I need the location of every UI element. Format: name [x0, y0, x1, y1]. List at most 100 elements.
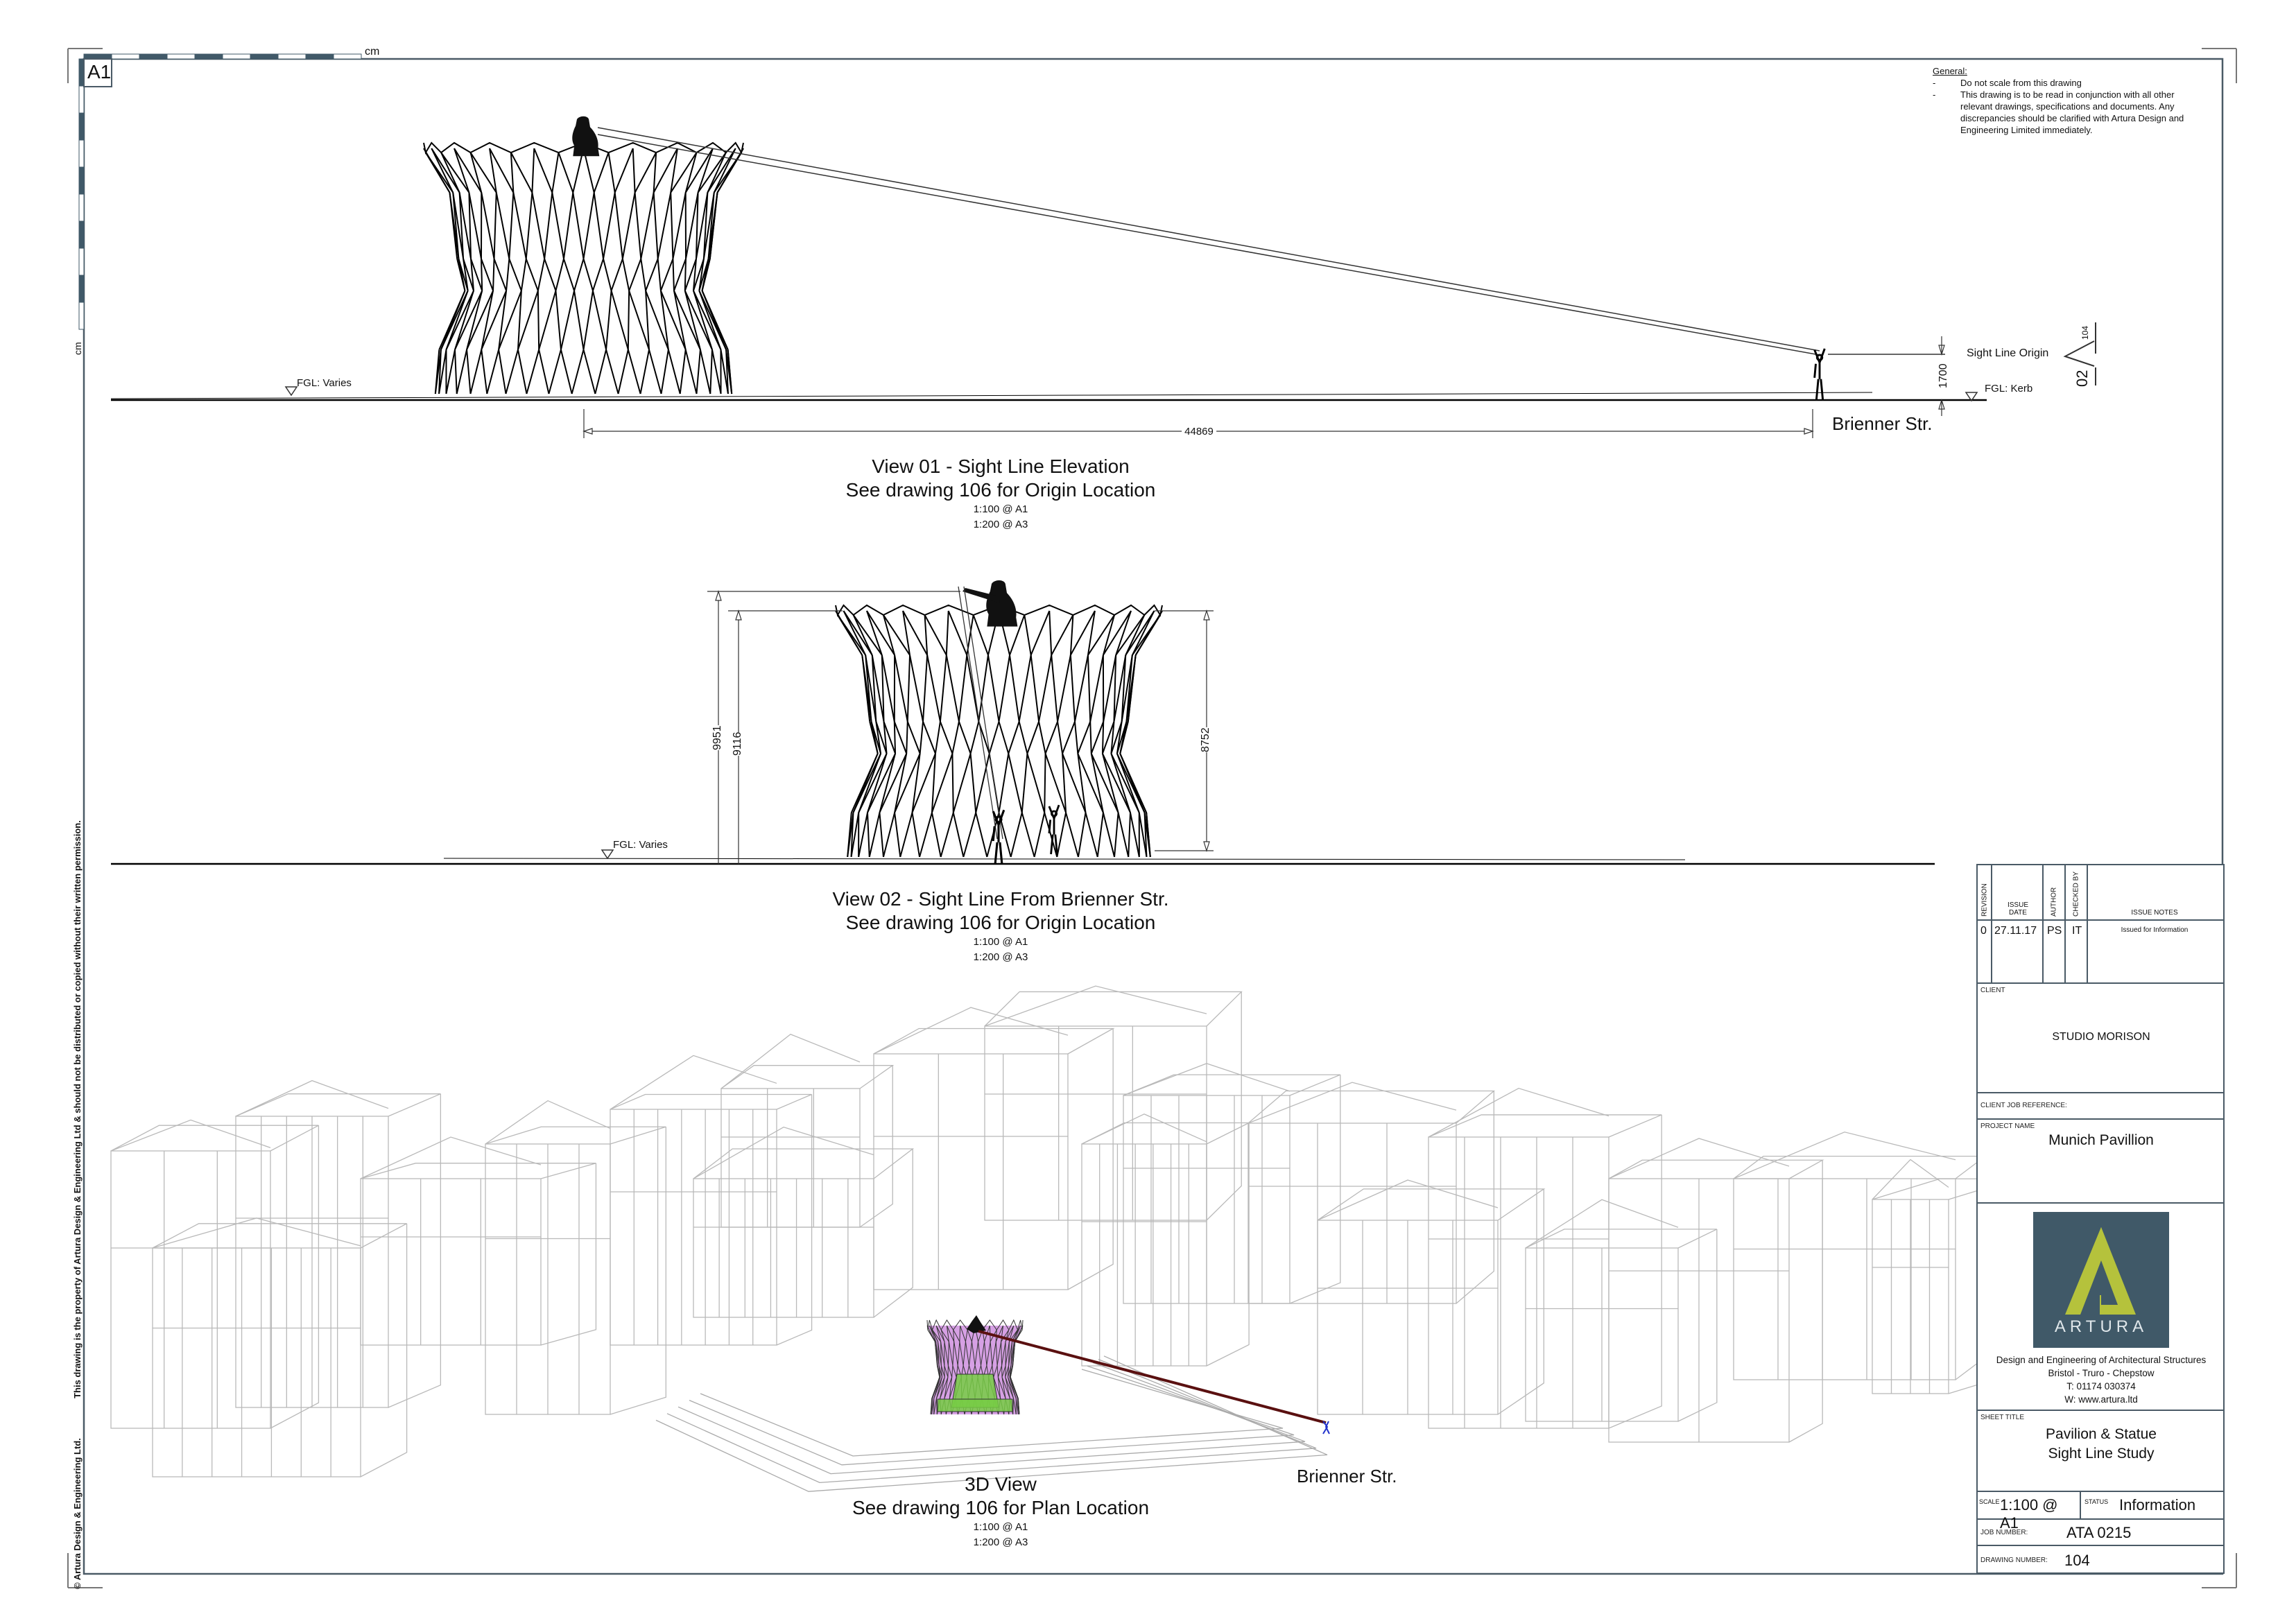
pavilion-fold [1057, 721, 1064, 754]
pavilion-fold [672, 259, 675, 291]
pavilion-fold [639, 349, 650, 395]
plaza-step [689, 1365, 1295, 1466]
pavilion-fold [1015, 1325, 1024, 1342]
pavilion-fold [1048, 610, 1053, 655]
scale-bar [78, 53, 362, 330]
pavilion-fold [1117, 812, 1130, 858]
pavilion-fold [670, 192, 674, 259]
pavilion-fold [1005, 1365, 1010, 1378]
building-wireframe [1428, 1087, 1662, 1429]
pavilion-fold [883, 614, 910, 656]
pavilion-fold [431, 148, 460, 193]
pavilion-fold [940, 1329, 945, 1342]
pavilion-fold [492, 259, 495, 291]
pavilion-fold [911, 753, 936, 813]
pavilion-fold [1009, 1365, 1013, 1378]
note-item: Do not scale from this drawing [1960, 78, 2082, 88]
project-name-label: PROJECT NAME [1980, 1122, 2035, 1130]
dimension-9116: 9116 [732, 731, 744, 756]
pavilion-fold [594, 349, 607, 395]
pavilion-fold [978, 721, 990, 754]
person [992, 809, 1005, 865]
sheet-size-label: A1 [87, 61, 112, 83]
view01-title: View 01 - Sight Line Elevation [872, 456, 1130, 477]
pavilion-fold [684, 148, 714, 193]
ground-line-varies [443, 858, 1686, 860]
pavilion-fold [593, 192, 605, 259]
project-name: Munich Pavillion [2048, 1132, 2154, 1148]
pavilion-fold [709, 192, 718, 259]
pavilion-fold [1102, 812, 1116, 858]
pavilion-fold [847, 812, 854, 858]
pavilion-fold [940, 812, 954, 858]
pavilion-fold [605, 291, 612, 350]
building-wireframe [1081, 1113, 1250, 1367]
pavilion-fold [1128, 813, 1132, 858]
pavilion-fold [593, 152, 610, 193]
pavilion-fold [940, 1365, 943, 1378]
pavilion-fold [562, 192, 574, 259]
pavilion-fold [911, 812, 921, 858]
building-wireframe [720, 1034, 895, 1228]
pavilion-fold [531, 192, 546, 259]
pavilion-fold [1102, 721, 1115, 754]
pavilion-fold [883, 721, 896, 754]
pavilion-fold [592, 291, 607, 350]
pavilion-fold [931, 753, 936, 813]
pavilion-fold [1001, 1325, 1004, 1342]
pavilion-fold [997, 1377, 1001, 1399]
pavilion-fold [555, 291, 562, 350]
pavilion-fold [931, 812, 942, 858]
view3d-caption: 3D View See drawing 106 for Plan Locatio… [852, 1473, 1149, 1550]
fgl-kerb-label: FGL: Kerb [1985, 383, 2033, 395]
pavilion-fold [640, 192, 655, 259]
pavilion-fold [1057, 655, 1071, 722]
pavilion-fold [947, 610, 968, 656]
pavilion-fold [468, 192, 472, 259]
general-notes: General: -Do not scale from this drawing… [1933, 65, 2224, 136]
section-marker-sheet: 104 [2080, 325, 2090, 340]
pavilion-fold [520, 259, 527, 291]
pavilion-fold [894, 753, 921, 813]
pavilion-fold [634, 192, 642, 259]
section-marker-number: 02 [2073, 370, 2091, 387]
pavilion-fold [952, 1342, 955, 1366]
pavilion-fold [995, 1342, 998, 1366]
job-number-row: JOB NUMBER: ATA 0215 [1978, 1520, 2223, 1546]
scale-bar-segment [78, 248, 85, 276]
pavilion-fold [899, 812, 913, 858]
pavilion-fold [445, 290, 474, 350]
company-web: W: www.artura.ltd [2064, 1394, 2138, 1405]
building-wireframe [1248, 1082, 1496, 1304]
pavilion-fold [603, 259, 612, 291]
pavilion-fold [1102, 753, 1131, 813]
pavilion-fold [870, 721, 879, 754]
pavilion-fold [495, 192, 510, 259]
pavilion-fold [1087, 610, 1096, 656]
statue-arm [963, 588, 1000, 603]
pavilion-fold [702, 192, 709, 259]
pavilion-fold [653, 192, 659, 259]
pavilion-fold [1085, 812, 1098, 858]
pavilion-fold [952, 812, 965, 858]
pavilion-fold [660, 349, 669, 395]
pavilion-fold [1009, 614, 1026, 656]
pavilion-fold [1069, 655, 1076, 722]
pavilion-fold [685, 192, 699, 259]
pavilion-fold [538, 291, 557, 350]
pavilion-fold [1044, 812, 1058, 858]
pavilion-fold [1008, 1341, 1013, 1366]
pavilion-fold [894, 753, 908, 813]
pavilion-fold [454, 148, 483, 193]
pavilion-fold [720, 349, 729, 395]
pavilion-fold [866, 610, 883, 656]
pavilion-fold [1116, 721, 1128, 754]
pavilion-fold [1018, 721, 1028, 754]
dimension-8752: 8752 [1200, 727, 1212, 752]
pavilion-fold [944, 1377, 953, 1399]
pavilion-fold [883, 721, 888, 754]
revision-date: 27.11.17 [1994, 925, 2037, 937]
pavilion-fold [648, 349, 662, 395]
building-wireframe [1317, 1179, 1546, 1415]
title-block: REVISION ISSUE DATE AUTHOR CHECKED BY IS… [1976, 864, 2225, 1574]
